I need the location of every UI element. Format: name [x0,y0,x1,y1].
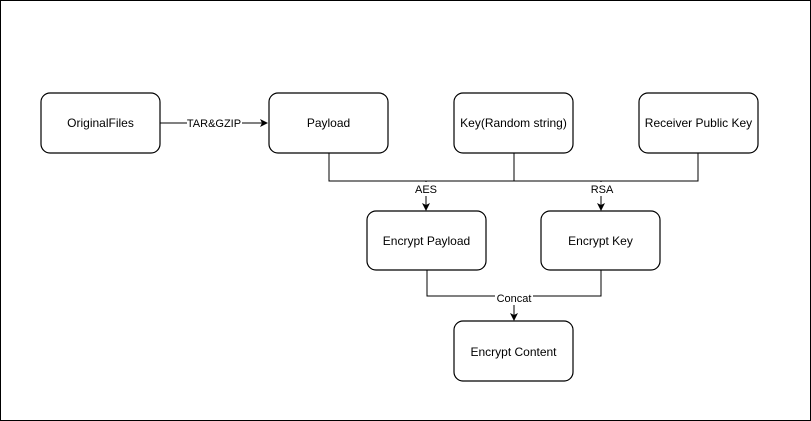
node-label-key: Key(Random string) [460,116,567,130]
edge-label-concat: Concat [497,293,532,305]
node-encrypt-payload: Encrypt Payload [366,210,487,271]
node-key: Key(Random string) [453,92,574,154]
edge-label-tar-gzip: TAR&GZIP [187,118,241,130]
node-receiver-public-key: Receiver Public Key [638,92,759,154]
node-label-encrypt-payload: Encrypt Payload [383,234,470,248]
node-label-payload: Payload [307,116,350,130]
edge-aes: AES [328,153,515,211]
node-label-encrypt-key: Encrypt Key [568,234,633,248]
node-label-receiver-public-key: Receiver Public Key [645,116,752,130]
node-encrypt-key: Encrypt Key [540,210,661,271]
edge-label-rsa: RSA [591,184,614,196]
node-encrypt-content: Encrypt Content [453,320,574,382]
edge-rsa: RSA [514,153,699,211]
edge-concat: Concat [426,270,602,321]
node-label-original-files: OriginalFiles [67,116,134,130]
node-payload: Payload [268,92,389,154]
edge-tar-gzip: TAR&GZIP [160,115,268,130]
node-label-encrypt-content: Encrypt Content [470,345,557,359]
node-original-files: OriginalFiles [40,92,161,154]
edge-label-aes: AES [415,184,437,196]
